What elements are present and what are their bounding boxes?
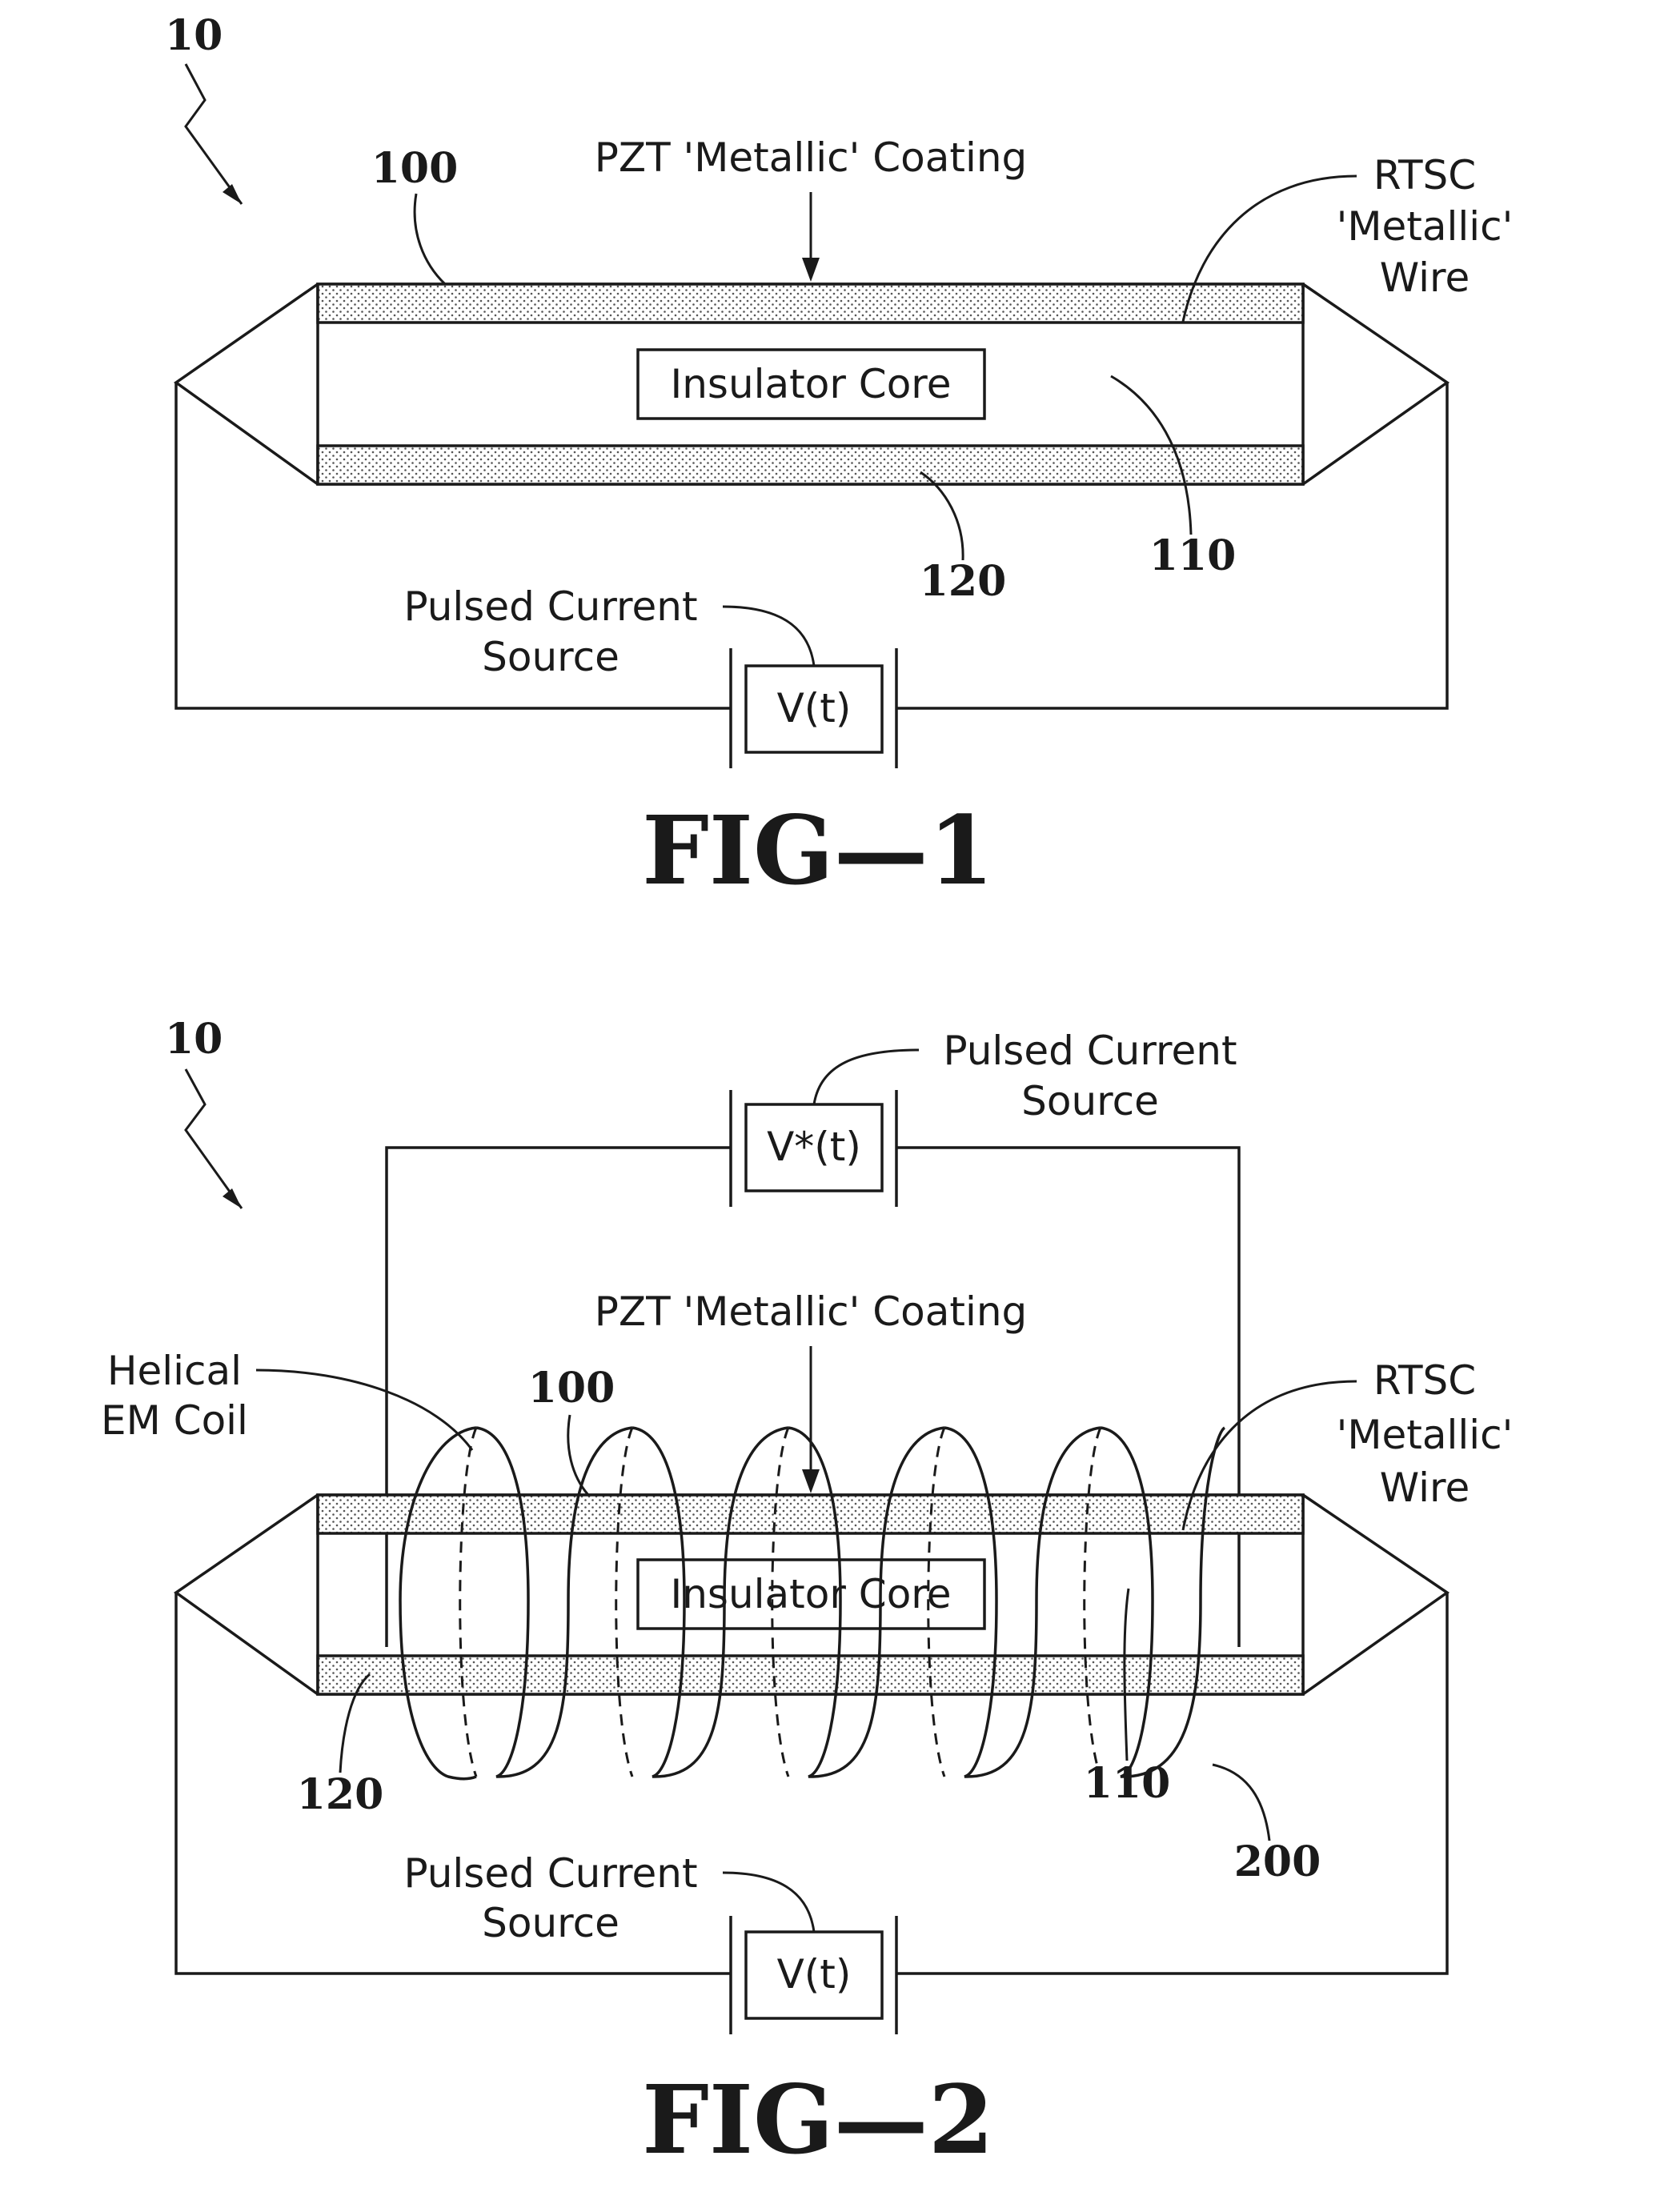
coil-label-line2: EM Coil <box>101 1397 248 1444</box>
coil-turn-3-back <box>771 1427 790 1777</box>
wire-left-end <box>173 283 319 486</box>
top-circuit-left-wire <box>385 1146 731 1647</box>
bottom-circuit: V(t) <box>174 1593 1449 2034</box>
bottom-source-symbol: V(t) <box>777 1951 852 1998</box>
rtsc-label-line2: 'Metallic' <box>1337 203 1514 250</box>
source-leader <box>722 605 816 667</box>
bottom-pulsed-source-box <box>744 1930 884 2020</box>
ref-100: 100 <box>371 144 459 193</box>
top-source-symbol: V*(t) <box>767 1124 861 1170</box>
circuit-right-wire <box>896 383 1449 710</box>
wire-right-end <box>1301 283 1450 486</box>
ref-100: 100 <box>528 1364 615 1413</box>
ref-200-leader <box>1212 1763 1271 1841</box>
insulator-core-box <box>636 1558 986 1630</box>
bottom-source-label-line1: Pulsed Current <box>403 1850 697 1897</box>
figure-2: 10 V*(t) Pulsed Current Source Insulator… <box>101 1015 1513 2175</box>
pzt-coating-label: PZT 'Metallic' Coating <box>595 134 1028 181</box>
ref-110-leader <box>1123 1588 1130 1761</box>
rtsc-leader <box>1181 174 1357 323</box>
coil-turn-1-back <box>459 1427 478 1777</box>
coil-turn-5-front <box>1100 1426 1226 1778</box>
top-source-leader <box>812 1048 920 1105</box>
top-source-label-line1: Pulsed Current <box>943 1028 1237 1074</box>
ref-120-leader <box>339 1673 371 1773</box>
insulator-core-box <box>636 348 986 420</box>
pzt-coating-bottom <box>316 1654 1305 1696</box>
ref-110: 110 <box>1149 531 1237 580</box>
coil-turn-1-front <box>475 1426 633 1778</box>
circuit-left-wire <box>174 383 731 710</box>
pzt-coating-top <box>316 1493 1305 1535</box>
coil-turn-2-front <box>632 1426 789 1778</box>
coil-label-line1: Helical <box>107 1348 242 1394</box>
ref-10-leader <box>184 63 243 205</box>
pzt-coating-arrowhead <box>802 258 820 282</box>
coil-turn-4-front <box>944 1426 1101 1778</box>
ref-110-leader <box>1110 375 1193 535</box>
bottom-source-leader <box>722 1871 816 1933</box>
rtsc-wire: Insulator Core <box>173 1493 1450 1696</box>
helical-em-coil <box>399 1426 1226 1781</box>
ref-120: 120 <box>920 557 1007 606</box>
rtsc-label-line3: Wire <box>1380 254 1470 301</box>
ref-200: 200 <box>1234 1837 1321 1886</box>
figure-2-caption: FIG—2 <box>642 2064 994 2175</box>
pzt-coating-arrowhead <box>802 1469 820 1493</box>
coil-label-leader <box>255 1368 474 1451</box>
top-source-label-line2: Source <box>1021 1078 1159 1124</box>
source-label-line1: Pulsed Current <box>403 583 697 630</box>
wire-right-end <box>1301 1493 1450 1696</box>
source-symbol: V(t) <box>777 685 852 731</box>
ref-10-leader <box>184 1068 243 1209</box>
coil-lead-in <box>399 1426 477 1781</box>
rtsc-label-line2: 'Metallic' <box>1337 1412 1514 1458</box>
ref-110: 110 <box>1084 1759 1171 1808</box>
bottom-circuit-left-wire <box>174 1593 731 1975</box>
figure-1-caption: FIG—1 <box>642 795 994 906</box>
bottom-source-label-line2: Source <box>482 1900 619 1946</box>
coil-turn-5-back <box>1083 1427 1102 1777</box>
figure-1: 10 Insulator Core PZT 'Metallic' Coating… <box>165 11 1513 906</box>
wire-left-end <box>173 1493 319 1696</box>
rtsc-label-line3: Wire <box>1380 1465 1470 1511</box>
coil-turn-4-back <box>927 1427 946 1777</box>
bottom-circuit-right-wire <box>896 1593 1449 1975</box>
coil-turn-3-front <box>788 1426 945 1778</box>
ref-100-leader <box>413 193 447 286</box>
ref-10-arrowhead <box>223 184 242 204</box>
source-label-line2: Source <box>482 634 619 680</box>
rtsc-label-line1: RTSC <box>1373 1357 1476 1404</box>
circuit-loop: V(t) <box>174 383 1449 768</box>
pzt-coating-top <box>316 283 1305 324</box>
rtsc-leader <box>1181 1380 1357 1531</box>
pzt-coating-bottom <box>316 444 1305 486</box>
ref-100-leader <box>567 1414 590 1496</box>
ref-120-leader <box>920 471 964 561</box>
pzt-coating-label: PZT 'Metallic' Coating <box>595 1288 1028 1335</box>
insulator-core-label: Insulator Core <box>670 1571 951 1617</box>
rtsc-label-line1: RTSC <box>1373 152 1476 198</box>
ref-10: 10 <box>165 11 223 60</box>
insulator-core-label: Insulator Core <box>670 361 951 407</box>
coil-turn-2-back <box>615 1427 634 1777</box>
ref-10-arrowhead <box>223 1188 242 1208</box>
ref-10: 10 <box>165 1015 223 1064</box>
rtsc-wire: Insulator Core <box>173 283 1450 486</box>
top-circuit: V*(t) <box>385 1090 1241 1647</box>
top-circuit-right-wire <box>896 1146 1241 1647</box>
ref-120: 120 <box>297 1770 384 1819</box>
